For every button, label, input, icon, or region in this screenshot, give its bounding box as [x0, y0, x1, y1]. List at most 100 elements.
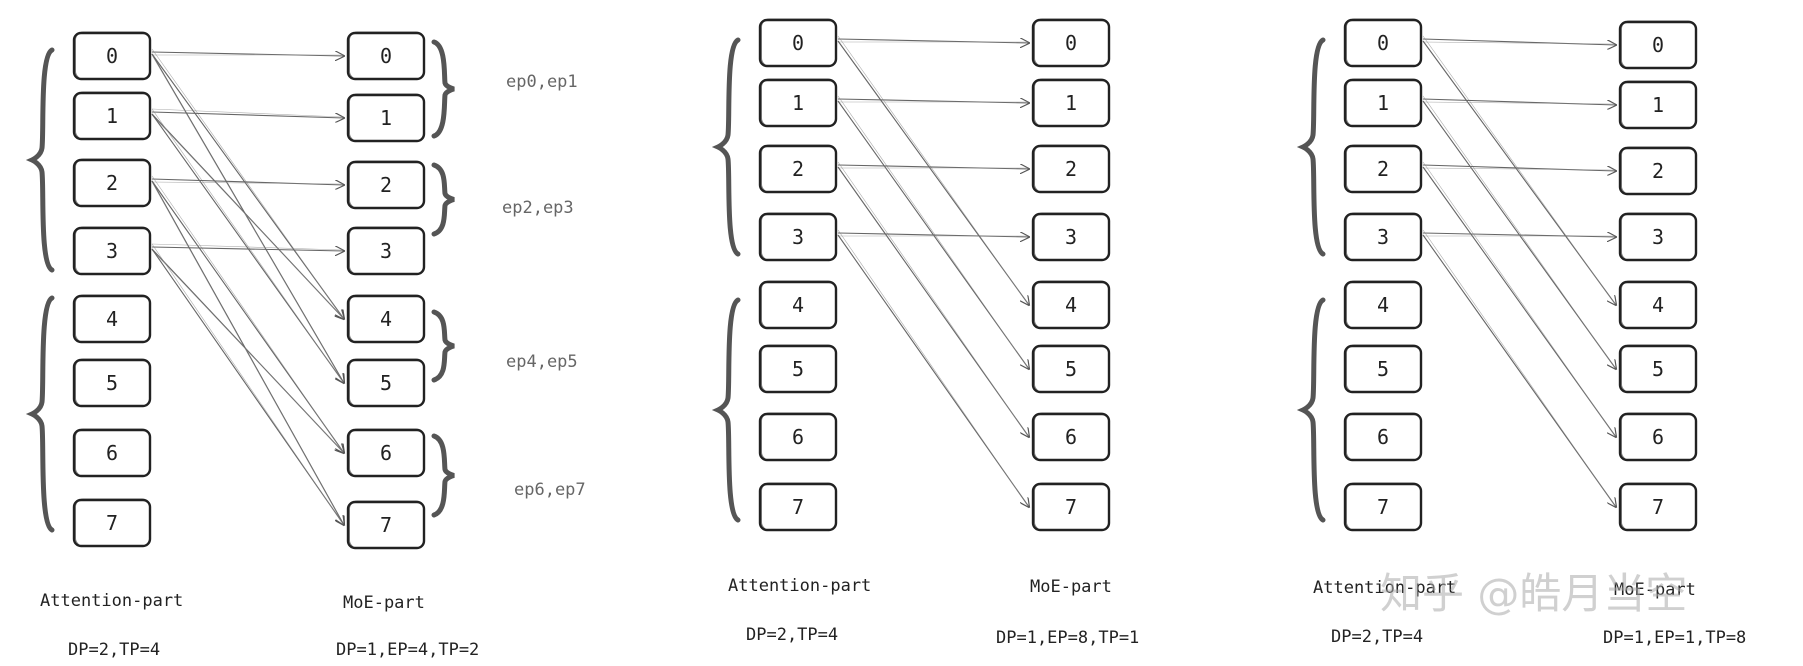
connection-arrow-shadow: [151, 249, 344, 453]
moe-rank-box: 2: [346, 160, 426, 210]
connection-arrow: [151, 111, 344, 118]
box-number: 0: [792, 31, 804, 55]
connection-arrow-shadow: [1422, 95, 1616, 369]
box-number: 2: [1065, 157, 1077, 181]
attention-rank-box: 4: [1343, 280, 1423, 330]
moe-rank-box: 5: [1031, 344, 1111, 394]
moe-rank-box: 7: [346, 500, 426, 550]
right-brace: [431, 39, 455, 139]
connection-arrow: [151, 52, 344, 56]
moe-rank-box: 2: [1618, 146, 1698, 196]
attention-rank-box: 2: [1343, 144, 1423, 194]
box-number: 7: [1377, 495, 1389, 519]
box-number: 2: [1652, 159, 1664, 183]
box-number: 5: [1652, 357, 1664, 381]
moe-rank-box: 7: [1031, 482, 1111, 532]
attention-rank-box: 3: [1343, 212, 1423, 262]
moe-rank-box: 7: [1618, 482, 1698, 532]
box-number: 5: [106, 371, 118, 395]
ep-group-label: ep4,ep5: [506, 352, 578, 372]
box-number: 1: [380, 106, 392, 130]
connection-arrow-shadow: [151, 54, 344, 383]
connection-arrow: [837, 165, 1029, 169]
attention-config-label: DP=2,TP=4: [68, 640, 161, 660]
connection-arrow: [151, 180, 344, 525]
connection-arrow-shadow: [151, 48, 344, 319]
attention-rank-box: 0: [1343, 18, 1423, 68]
box-number: 1: [106, 104, 118, 128]
box-number: 4: [1377, 293, 1389, 317]
attention-rank-box: 1: [1343, 78, 1423, 128]
connection-arrow: [1422, 164, 1616, 171]
connection-arrow-shadow: [1422, 161, 1616, 437]
attention-rank-box: 7: [1343, 482, 1423, 532]
attention-rank-box: 3: [758, 212, 838, 262]
connection-arrow-shadow: [151, 243, 344, 251]
connection-arrow-shadow: [1422, 41, 1616, 45]
moe-rank-box: 3: [1618, 212, 1698, 262]
connection-arrow-shadow: [151, 108, 344, 383]
brace-layer: [25, 37, 1326, 533]
connection-arrow: [151, 53, 344, 383]
moe-rank-box: 3: [1031, 212, 1111, 262]
connection-arrow-shadow: [1422, 229, 1616, 507]
box-number: 2: [1377, 157, 1389, 181]
attention-rank-box: 1: [758, 78, 838, 128]
attention-rank-box: 6: [758, 412, 838, 462]
moe-config-label: DP=1,EP=8,TP=1: [996, 628, 1140, 648]
box-number: 4: [380, 307, 392, 331]
moe-rank-box: 1: [1031, 78, 1111, 128]
connection-arrow: [1422, 38, 1616, 45]
box-number: 4: [106, 307, 118, 331]
box-number: 7: [380, 513, 392, 537]
attention-rank-box: 7: [72, 498, 152, 548]
attention-part-label: Attention-part: [40, 591, 184, 611]
box-number: 7: [1652, 495, 1664, 519]
box-number: 5: [1377, 357, 1389, 381]
moe-part-label: MoE-part: [1030, 577, 1112, 597]
box-number: 5: [792, 357, 804, 381]
connection-arrow: [837, 39, 1029, 43]
attention-rank-box: 2: [72, 158, 152, 208]
moe-rank-box: 0: [1031, 18, 1111, 68]
connection-arrow: [151, 178, 344, 185]
connection-arrow-shadow: [151, 181, 344, 185]
right-brace: [431, 433, 455, 518]
box-number: 1: [1065, 91, 1077, 115]
box-number: 7: [792, 495, 804, 519]
box-number: 2: [380, 173, 392, 197]
connection-arrow-shadow: [837, 161, 1029, 437]
box-number: 2: [106, 171, 118, 195]
moe-rank-box: 1: [1618, 80, 1698, 130]
connection-arrow-shadow: [837, 35, 1029, 305]
box-number: 5: [1065, 357, 1077, 381]
connection-arrow: [151, 247, 344, 251]
box-number: 0: [106, 44, 118, 68]
left-brace: [711, 37, 741, 257]
left-brace: [711, 297, 741, 523]
connection-arrow-shadow: [1422, 101, 1616, 105]
moe-rank-box: 6: [346, 428, 426, 478]
connection-arrow-shadow: [151, 181, 344, 525]
connection-arrow-shadow: [837, 95, 1029, 369]
box-number: 6: [106, 441, 118, 465]
box-number: 4: [1652, 293, 1664, 317]
connection-arrow-shadow: [1422, 167, 1616, 171]
moe-rank-box: 0: [346, 31, 426, 81]
connection-arrow-shadow: [151, 108, 344, 118]
box-number: 6: [1652, 425, 1664, 449]
connection-arrow-shadow: [151, 114, 344, 319]
box-number: 0: [380, 44, 392, 68]
connection-layer: [151, 35, 1616, 525]
connection-arrow-shadow: [837, 229, 1029, 507]
box-number: 6: [1065, 425, 1077, 449]
connection-arrow: [837, 233, 1029, 237]
ep-group-label: ep0,ep1: [506, 72, 578, 92]
box-number: 1: [1652, 93, 1664, 117]
attention-rank-box: 0: [758, 18, 838, 68]
connection-arrow-shadow: [151, 175, 344, 453]
box-number: 6: [792, 425, 804, 449]
box-number: 3: [380, 239, 392, 263]
right-brace: [431, 309, 455, 383]
box-number: 7: [1065, 495, 1077, 519]
